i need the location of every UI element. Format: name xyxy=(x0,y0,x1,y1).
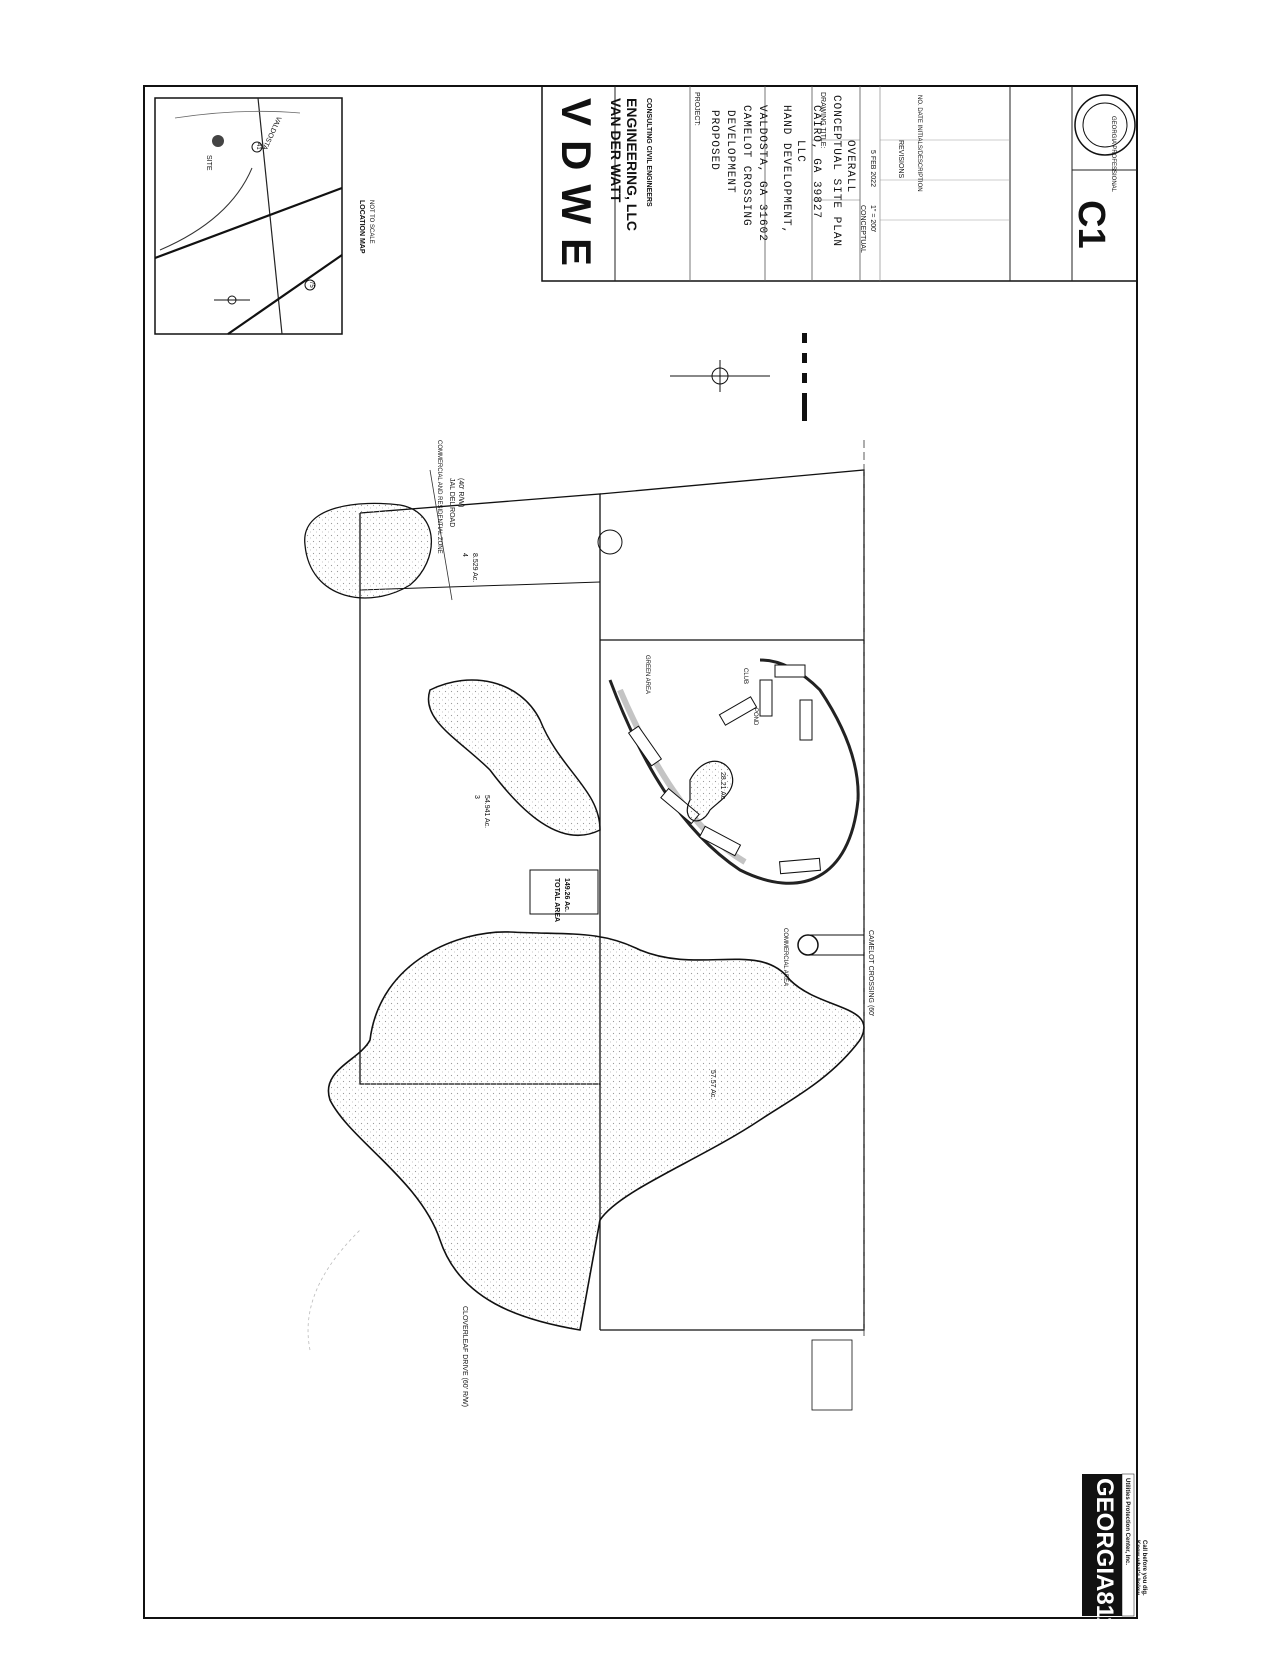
parcel-area-c: 28.21 Ac. xyxy=(719,772,726,802)
seal-text: GEORGIA PROFESSIONAL xyxy=(1110,116,1116,193)
highway-75: 75 xyxy=(308,281,314,288)
roundabout xyxy=(797,934,819,956)
date: 5 FEB 2022 xyxy=(869,150,876,187)
sheet-number: C1 xyxy=(1070,200,1112,249)
site-marker xyxy=(212,135,224,147)
firm-name-1: VAN DER WATT xyxy=(608,98,624,203)
parcel-area-a: 8.529 Ac. xyxy=(471,553,478,583)
revisions-label: REVISIONS xyxy=(897,140,904,179)
total-area-value: 149.26 Ac. xyxy=(563,878,570,912)
drawing-title-1: CONCEPTUAL SITE PLAN xyxy=(830,95,842,248)
project-name-1: PROPOSED xyxy=(708,110,720,171)
wetland-north-circle xyxy=(304,502,432,599)
location-map-scale: NOT TO SCALE xyxy=(368,200,374,244)
green-area-label: GREEN AREA xyxy=(644,655,650,695)
parcel-boundary-east xyxy=(599,469,865,1331)
badge-line1: Utilities Protection Center, Inc. xyxy=(1124,1478,1130,1566)
project-name-3: CAMELOT CROSSING xyxy=(740,105,752,227)
project-label: PROJECT: xyxy=(693,92,700,126)
status: CONCEPTUAL xyxy=(859,205,866,253)
road-cloverleaf: CLOVERLEAF DRIVE (60' R/W) xyxy=(461,1306,468,1407)
client-2: LLC xyxy=(794,140,806,163)
road-note: COMMERCIAL AND RESIDENTIAL ZONE xyxy=(436,440,442,554)
parcel-3-num: 3 xyxy=(473,795,480,799)
highway-41: 41 xyxy=(255,143,261,150)
badge-line3: Call before you dig. xyxy=(1141,1540,1147,1596)
scale-bar xyxy=(802,333,807,421)
location-map-frame xyxy=(154,97,343,335)
road-jal-del-row: (40' R/W) xyxy=(457,478,464,508)
firm-logo: VDWE xyxy=(553,98,600,280)
revisions-header: NO. DATE INITIALS/DESCRIPTION xyxy=(916,95,922,192)
firm-tagline: CONSULTING CIVIL ENGINEERS xyxy=(645,98,652,207)
project-name-2: DEVELOPMENT xyxy=(724,110,736,194)
badge-line2-vis: Know what's below. xyxy=(1134,1540,1140,1597)
total-area-label: TOTAL AREA xyxy=(553,878,560,923)
club-label: CLUB xyxy=(742,668,748,685)
badge-brand: GEORGIA811 xyxy=(1091,1478,1118,1631)
road-jal-del: JAL DEL ROAD xyxy=(448,478,455,528)
road-camelot: CAMELOT CROSSING (60' xyxy=(867,930,874,1017)
wetland-south xyxy=(327,931,865,1331)
parcel-area-b: 54.941 Ac. xyxy=(483,795,490,829)
georgia811-badge xyxy=(1082,1474,1122,1616)
location-map-title: LOCATION MAP xyxy=(358,200,365,254)
drawing-title-2: OVERALL xyxy=(844,140,856,194)
scale: 1" = 200' xyxy=(869,205,876,233)
engineer-seal xyxy=(1074,94,1136,156)
project-city: VALDOSTA, GA 31602 xyxy=(756,105,768,242)
commercial-label: COMMERCIAL AREA xyxy=(782,928,788,987)
title-block-frame xyxy=(541,85,1138,282)
sheet-border xyxy=(143,85,1138,1619)
parcel-4-num: 4 xyxy=(461,553,468,557)
parcel-area-d: 57.57 Ac. xyxy=(709,1070,716,1100)
location-site-label: SITE xyxy=(205,155,212,171)
pond-label: POND xyxy=(752,708,758,726)
firm-name-2: ENGINEERING, LLC xyxy=(624,98,640,232)
wetland-central xyxy=(427,679,601,836)
drawing-title-label: DRAWING TITLE: xyxy=(819,92,826,149)
total-area-box xyxy=(529,869,599,915)
client-1: HAND DEVELOPMENT, xyxy=(780,105,792,235)
pond xyxy=(686,760,734,822)
